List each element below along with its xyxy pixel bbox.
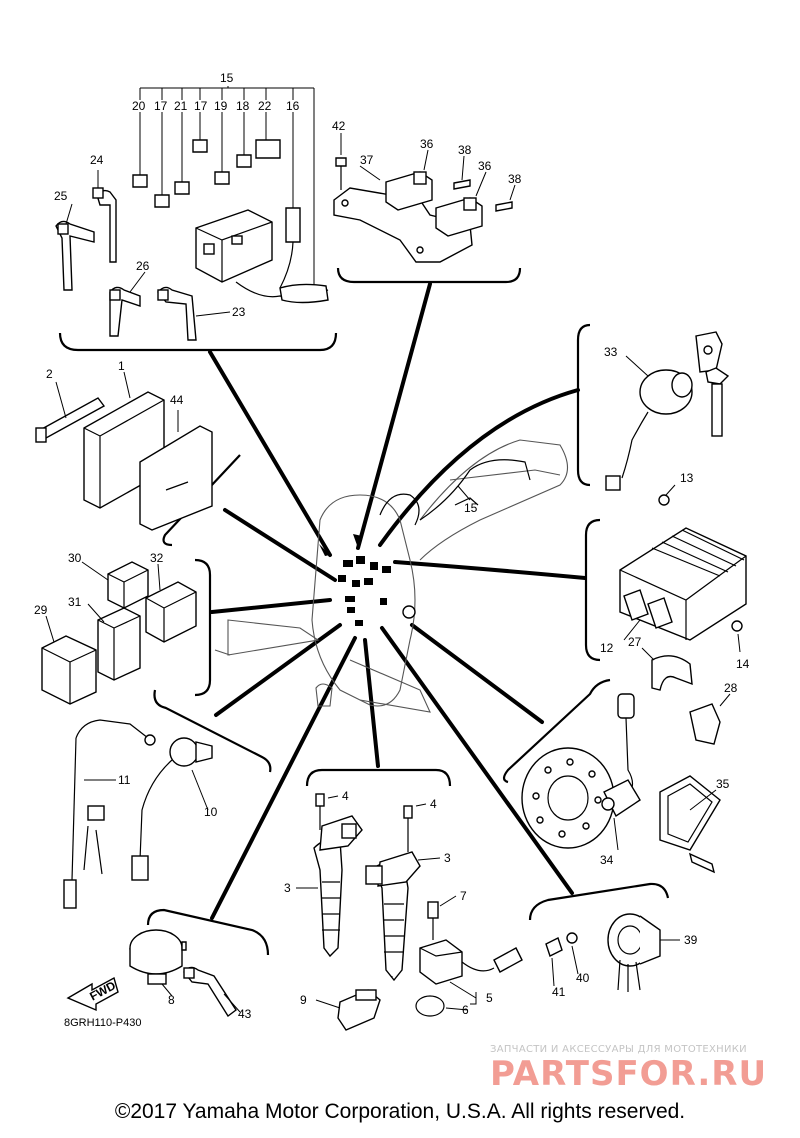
figure-id: 8GRH110-P430 <box>64 1017 142 1029</box>
group-brackets <box>58 267 670 956</box>
callout-31: 31 <box>68 595 82 609</box>
callout-38: 38 <box>458 143 472 157</box>
callout-13: 13 <box>680 471 694 485</box>
callout-11: 11 <box>118 773 131 787</box>
callout-36: 36 <box>420 137 434 151</box>
callout-41: 41 <box>552 985 566 999</box>
sensor-area-group: 27 28 35 34 <box>521 635 738 874</box>
callout-32: 32 <box>150 551 164 565</box>
callout-3: 3 <box>284 881 291 895</box>
group-leaders <box>208 282 587 920</box>
callout-1: 1 <box>118 359 125 373</box>
gear-sensor-group: 39 40 41 <box>545 913 698 999</box>
motorcycle-frame <box>214 439 569 713</box>
callout-39: 39 <box>684 933 698 947</box>
callout-40: 40 <box>576 971 590 985</box>
rectifier-group: 13 12 14 <box>600 471 750 671</box>
relay-bracket-group: 42 37 36 38 36 38 <box>332 119 522 263</box>
callout-7: 7 <box>460 889 467 903</box>
watermark-tagline: ЗАПЧАСТИ И АКСЕССУАРЫ ДЛЯ МОТОТЕХНИКИ <box>490 1044 747 1055</box>
callout-4: 4 <box>430 797 437 811</box>
lead-sensor-group: 11 10 <box>63 719 218 909</box>
callout-36: 36 <box>478 159 492 173</box>
callout-26: 26 <box>136 259 150 273</box>
callout-14: 14 <box>736 657 750 671</box>
callout-44: 44 <box>170 393 184 407</box>
callout-5: 5 <box>486 991 493 1005</box>
callout-38: 38 <box>508 172 522 186</box>
callout-34: 34 <box>600 853 614 867</box>
copyright-notice: ©2017 Yamaha Motor Corporation, U.S.A. A… <box>114 1100 686 1123</box>
callout-27: 27 <box>628 635 642 649</box>
callout-4: 4 <box>342 789 349 803</box>
ignition-coil-group: 4 4 3 3 <box>284 789 451 982</box>
callout-28: 28 <box>724 681 738 695</box>
watermark-logo-text: PARTSFOR.RU <box>490 1054 767 1093</box>
callout-29: 29 <box>34 603 48 617</box>
callout-37: 37 <box>360 153 374 167</box>
callout-21: 21 <box>174 99 188 113</box>
watermark-logo: PARTSFOR.RU <box>490 1054 767 1093</box>
harness-kit-group: 15 20 17 21 17 19 18 22 16 24 25 26 23 <box>54 71 329 341</box>
callout-2: 2 <box>46 367 53 381</box>
oil-sensor-group: 8 43 <box>129 929 252 1021</box>
callout-22: 22 <box>258 99 272 113</box>
callout-15: 15 <box>464 501 478 515</box>
callout-23: 23 <box>232 305 246 319</box>
callout-10: 10 <box>204 805 218 819</box>
callout-33: 33 <box>604 345 618 359</box>
callout-18: 18 <box>236 99 250 113</box>
relay-group: 30 31 32 29 <box>34 551 197 705</box>
callout-15: 15 <box>220 71 234 85</box>
callout-16: 16 <box>286 99 300 113</box>
connector-cluster <box>338 556 391 626</box>
main-switch-group: 33 <box>604 331 730 491</box>
callout-43: 43 <box>238 1007 252 1021</box>
ecu-group: 2 1 44 <box>35 359 213 531</box>
callout-3: 3 <box>444 851 451 865</box>
callout-9: 9 <box>300 993 307 1007</box>
callout-30: 30 <box>68 551 82 565</box>
callout-6: 6 <box>462 1003 469 1017</box>
callout-17: 17 <box>154 99 168 113</box>
callout-8: 8 <box>168 993 175 1007</box>
callout-12: 12 <box>600 641 614 655</box>
callout-24: 24 <box>90 153 104 167</box>
temp-sensor-group: 7 5 6 9 <box>300 889 523 1031</box>
callout-42: 42 <box>332 119 346 133</box>
callout-19: 19 <box>214 99 228 113</box>
forward-arrow: FWD <box>66 976 119 1012</box>
callout-17: 17 <box>194 99 208 113</box>
callout-25: 25 <box>54 189 68 203</box>
callout-35: 35 <box>716 777 730 791</box>
callout-20: 20 <box>132 99 146 113</box>
harness-callout: 15 <box>457 485 478 515</box>
